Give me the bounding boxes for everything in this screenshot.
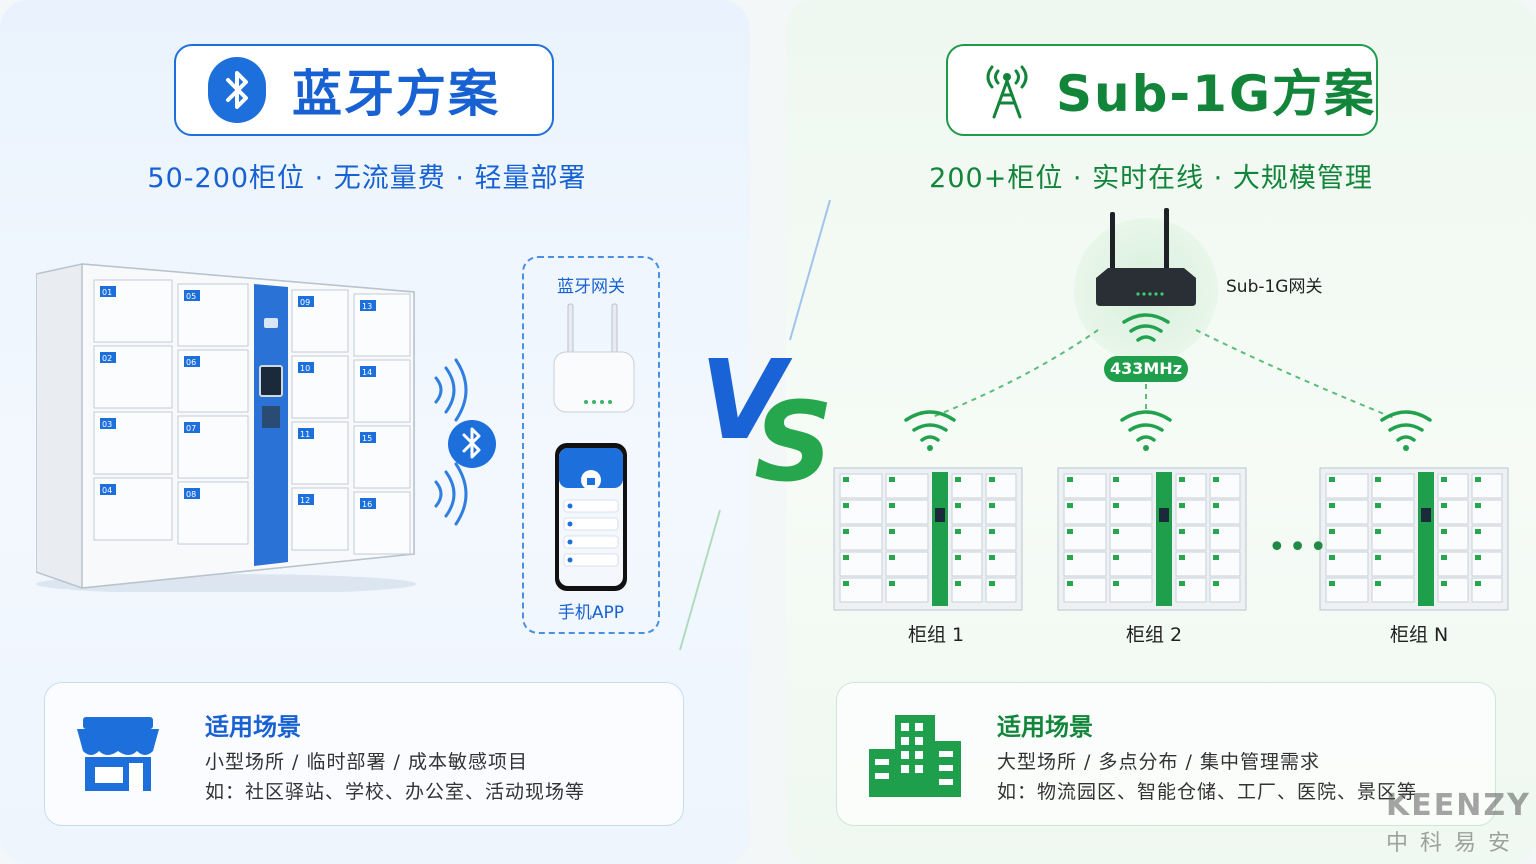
locker-number: 05 [186, 292, 196, 301]
sub1g-links [929, 329, 1395, 419]
vs-v: V [700, 336, 793, 464]
sub1g-scene-title: 适用场景 [997, 713, 1093, 741]
bluetooth-title: 蓝牙方案 [292, 65, 500, 123]
locker-number: 08 [186, 490, 196, 499]
radio-tower-icon [978, 59, 1036, 121]
vs-s: S [754, 378, 833, 490]
locker-number-tag [100, 418, 116, 429]
locker-number-tag [360, 498, 376, 509]
locker-number-tag [298, 296, 314, 307]
locker-number: 11 [300, 430, 310, 439]
wifi-icon [1380, 410, 1432, 451]
sub1g-scene-card: 适用场景 大型场所 / 多点分布 / 集中管理需求 如：物流园区、智能仓储、工厂… [836, 682, 1496, 826]
phone-app-icon [555, 443, 627, 591]
locker-number: 09 [300, 298, 310, 307]
locker-number-tag [184, 488, 200, 499]
bluetooth-subtitle: 50-200柜位 · 无流量费 · 轻量部署 [147, 163, 587, 194]
cabinet-group [833, 467, 1023, 611]
sub1g-router-icon [1096, 208, 1196, 306]
sub1g-subtitle: 200+柜位 · 实时在线 · 大规模管理 [929, 163, 1373, 194]
bluetooth-scene-card: 适用场景 小型场所 / 临时部署 / 成本敏感项目 如：社区驿站、学校、办公室、… [44, 682, 684, 826]
locker-number: 07 [186, 424, 196, 433]
cabinet-wifi-icons [904, 410, 1432, 451]
center-divider [679, 199, 831, 651]
sub1g-title: Sub-1G方案 [1056, 65, 1376, 123]
locker-number-tag [360, 300, 376, 311]
sub1g-title-box: Sub-1G方案 [946, 44, 1378, 136]
brand-name-cn: 中科易安 [1386, 831, 1523, 856]
locker-number: 16 [362, 500, 372, 509]
bluetooth-scene-title: 适用场景 [205, 713, 301, 741]
locker-number-tag [100, 484, 116, 495]
locker-number: 12 [300, 496, 310, 505]
cabinet-label-2: 柜组 2 [1126, 624, 1183, 646]
bluetooth-signal [420, 352, 510, 536]
brand-watermark: KEENZY 中科易安 [1386, 788, 1536, 857]
locker-number: 04 [102, 486, 112, 495]
locker-number-tag [184, 290, 200, 301]
brand-name-en: KEENZY [1386, 788, 1531, 823]
sub1g-scene-line2: 如：物流园区、智能仓储、工厂、医院、景区等 [997, 781, 1418, 803]
bluetooth-gateway-group: 蓝牙网关 手机APP [522, 256, 660, 634]
bluetooth-panel: 蓝牙方案 50-200柜位 · 无流量费 · 轻量部署 01 02 03 04 05 06… [0, 0, 750, 864]
wifi-icon [904, 410, 956, 451]
app-label: 手机APP [557, 603, 625, 623]
locker-number-tag [298, 362, 314, 373]
frequency-badge: 433MHz [1104, 356, 1188, 382]
bluetooth-router-icon [553, 303, 635, 413]
cabinet-groups [833, 467, 1509, 611]
store-icon [73, 711, 163, 799]
sub1g-scene-line1: 大型场所 / 多点分布 / 集中管理需求 [997, 751, 1320, 773]
bluetooth-scene-line1: 小型场所 / 临时部署 / 成本敏感项目 [205, 751, 528, 773]
locker-number-tag [184, 422, 200, 433]
sub1g-panel: Sub-1G方案 200+柜位 · 实时在线 · 大规模管理 Sub-1G网关 … [786, 0, 1536, 864]
locker-number: 01 [102, 288, 112, 297]
vs-mark: V S [700, 336, 833, 490]
locker-number-tag [184, 356, 200, 367]
cabinet-group [1319, 467, 1509, 611]
locker-number-tag [360, 366, 376, 377]
cabinet-label-n: 柜组 N [1390, 624, 1449, 646]
wifi-icon [1120, 410, 1172, 451]
locker-number-tag [100, 286, 116, 297]
locker-number-tag [100, 352, 116, 363]
wifi-icon [1122, 313, 1170, 342]
locker-number-tag [298, 428, 314, 439]
locker-number: 02 [102, 354, 112, 363]
locker-number-tag [360, 432, 376, 443]
locker-number: 15 [362, 434, 372, 443]
locker-number: 13 [362, 302, 372, 311]
bluetooth-scene-line2: 如：社区驿站、学校、办公室、活动现场等 [205, 781, 586, 803]
locker-number: 10 [300, 364, 310, 373]
locker-number: 06 [186, 358, 196, 367]
bluetooth-locker: 01 02 03 04 05 06 07 08 09 10 11 12 13 14 15 16 [35, 262, 416, 596]
cabinet-group [1057, 467, 1247, 611]
more-cabinets-ellipsis: ••• [1268, 530, 1331, 565]
building-icon [865, 711, 965, 805]
bluetooth-title-box: 蓝牙方案 [174, 44, 554, 136]
locker-number: 03 [102, 420, 112, 429]
bluetooth-gateway-label: 蓝牙网关 [557, 277, 625, 297]
locker-door [177, 481, 249, 545]
locker-number-tag [298, 494, 314, 505]
bluetooth-icon [208, 57, 266, 123]
sub1g-gateway-label: Sub-1G网关 [1226, 277, 1323, 297]
locker-number: 14 [362, 368, 372, 377]
cabinet-label-1: 柜组 1 [908, 624, 965, 646]
